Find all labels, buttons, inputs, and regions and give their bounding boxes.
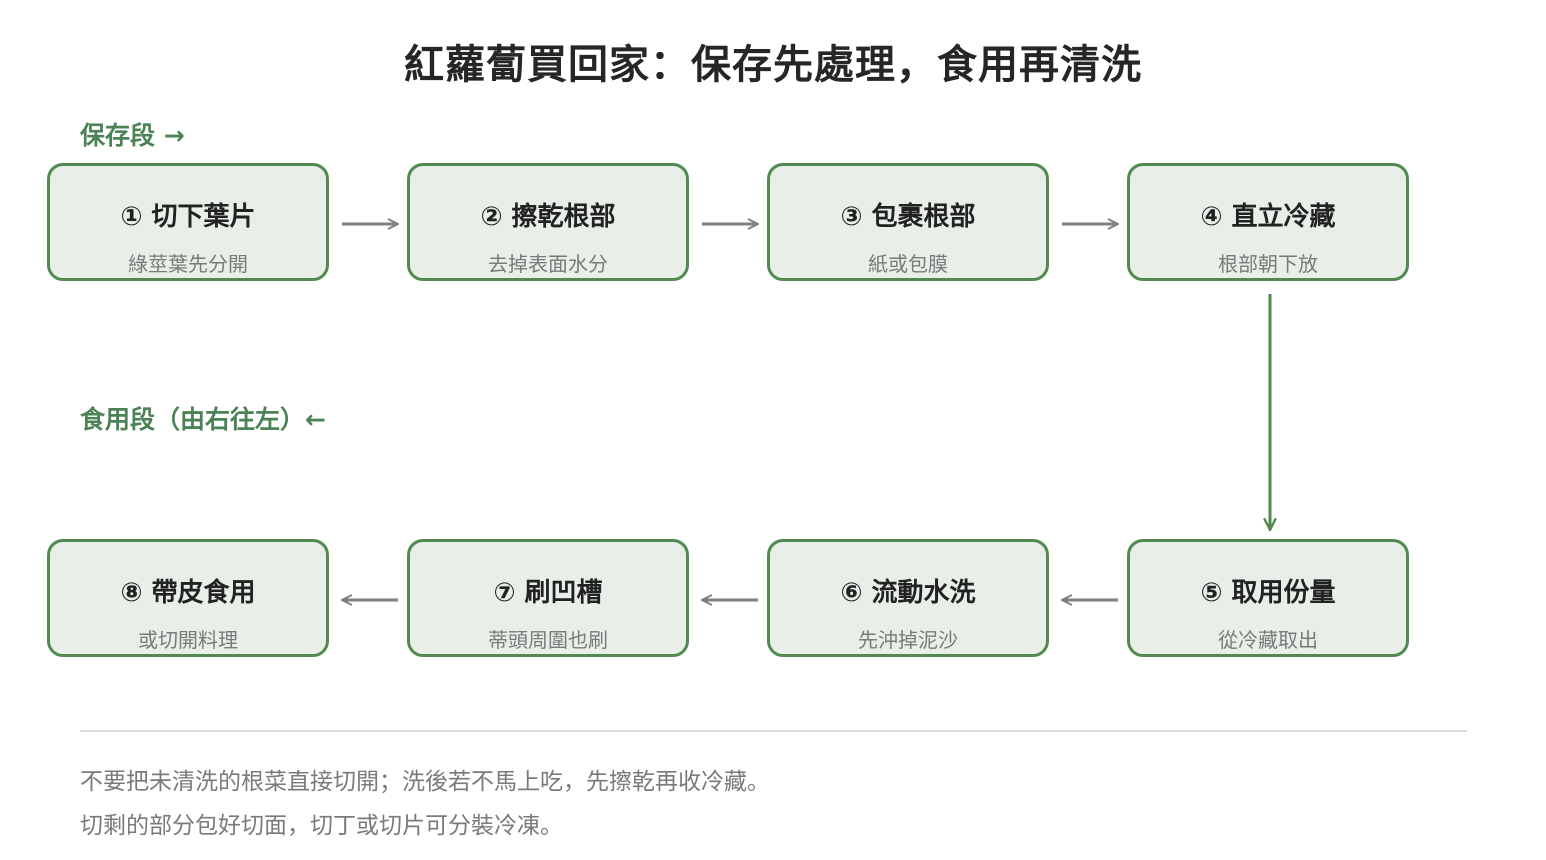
step-4-subtitle: 根部朝下放 bbox=[1218, 252, 1318, 276]
step-4-box: ④ 直立冷藏 根部朝下放 bbox=[1127, 163, 1409, 281]
step-2-subtitle: 去掉表面水分 bbox=[488, 252, 608, 276]
step-7-box: ⑦ 刷凹槽 蒂頭周圍也刷 bbox=[407, 539, 689, 657]
footer-note-1: 不要把未清洗的根菜直接切開；洗後若不馬上吃，先擦乾再收冷藏。 bbox=[80, 769, 770, 795]
step-3-box: ③ 包裹根部 紙或包膜 bbox=[767, 163, 1049, 281]
step-3-title: ③ 包裹根部 bbox=[840, 202, 976, 232]
step-6-title: ⑥ 流動水洗 bbox=[840, 578, 976, 608]
storage-section-label: 保存段 → bbox=[80, 121, 185, 150]
step-6-box: ⑥ 流動水洗 先沖掉泥沙 bbox=[767, 539, 1049, 657]
step-6-subtitle: 先沖掉泥沙 bbox=[858, 628, 958, 652]
step-4-title: ④ 直立冷藏 bbox=[1200, 202, 1336, 232]
footer-divider bbox=[80, 730, 1467, 732]
step-3-subtitle: 紙或包膜 bbox=[868, 252, 948, 276]
step-5-subtitle: 從冷藏取出 bbox=[1218, 628, 1318, 652]
step-5-box: ⑤ 取用份量 從冷藏取出 bbox=[1127, 539, 1409, 657]
step-2-box: ② 擦乾根部 去掉表面水分 bbox=[407, 163, 689, 281]
step-1-title: ① 切下葉片 bbox=[120, 202, 256, 232]
step-1-subtitle: 綠莖葉先分開 bbox=[128, 252, 248, 276]
step-1-box: ① 切下葉片 綠莖葉先分開 bbox=[47, 163, 329, 281]
step-8-title: ⑧ 帶皮食用 bbox=[120, 578, 256, 608]
step-2-title: ② 擦乾根部 bbox=[480, 202, 616, 232]
footer-note-2: 切剩的部分包好切面，切丁或切片可分裝冷凍。 bbox=[80, 813, 563, 839]
step-5-title: ⑤ 取用份量 bbox=[1200, 578, 1336, 608]
diagram-title: 紅蘿蔔買回家：保存先處理，食用再清洗 bbox=[404, 42, 1142, 88]
step-7-title: ⑦ 刷凹槽 bbox=[493, 578, 603, 608]
step-8-subtitle: 或切開料理 bbox=[138, 628, 238, 652]
step-8-box: ⑧ 帶皮食用 或切開料理 bbox=[47, 539, 329, 657]
eating-section-label: 食用段（由右往左）← bbox=[80, 405, 326, 434]
step-7-subtitle: 蒂頭周圍也刷 bbox=[488, 628, 608, 652]
